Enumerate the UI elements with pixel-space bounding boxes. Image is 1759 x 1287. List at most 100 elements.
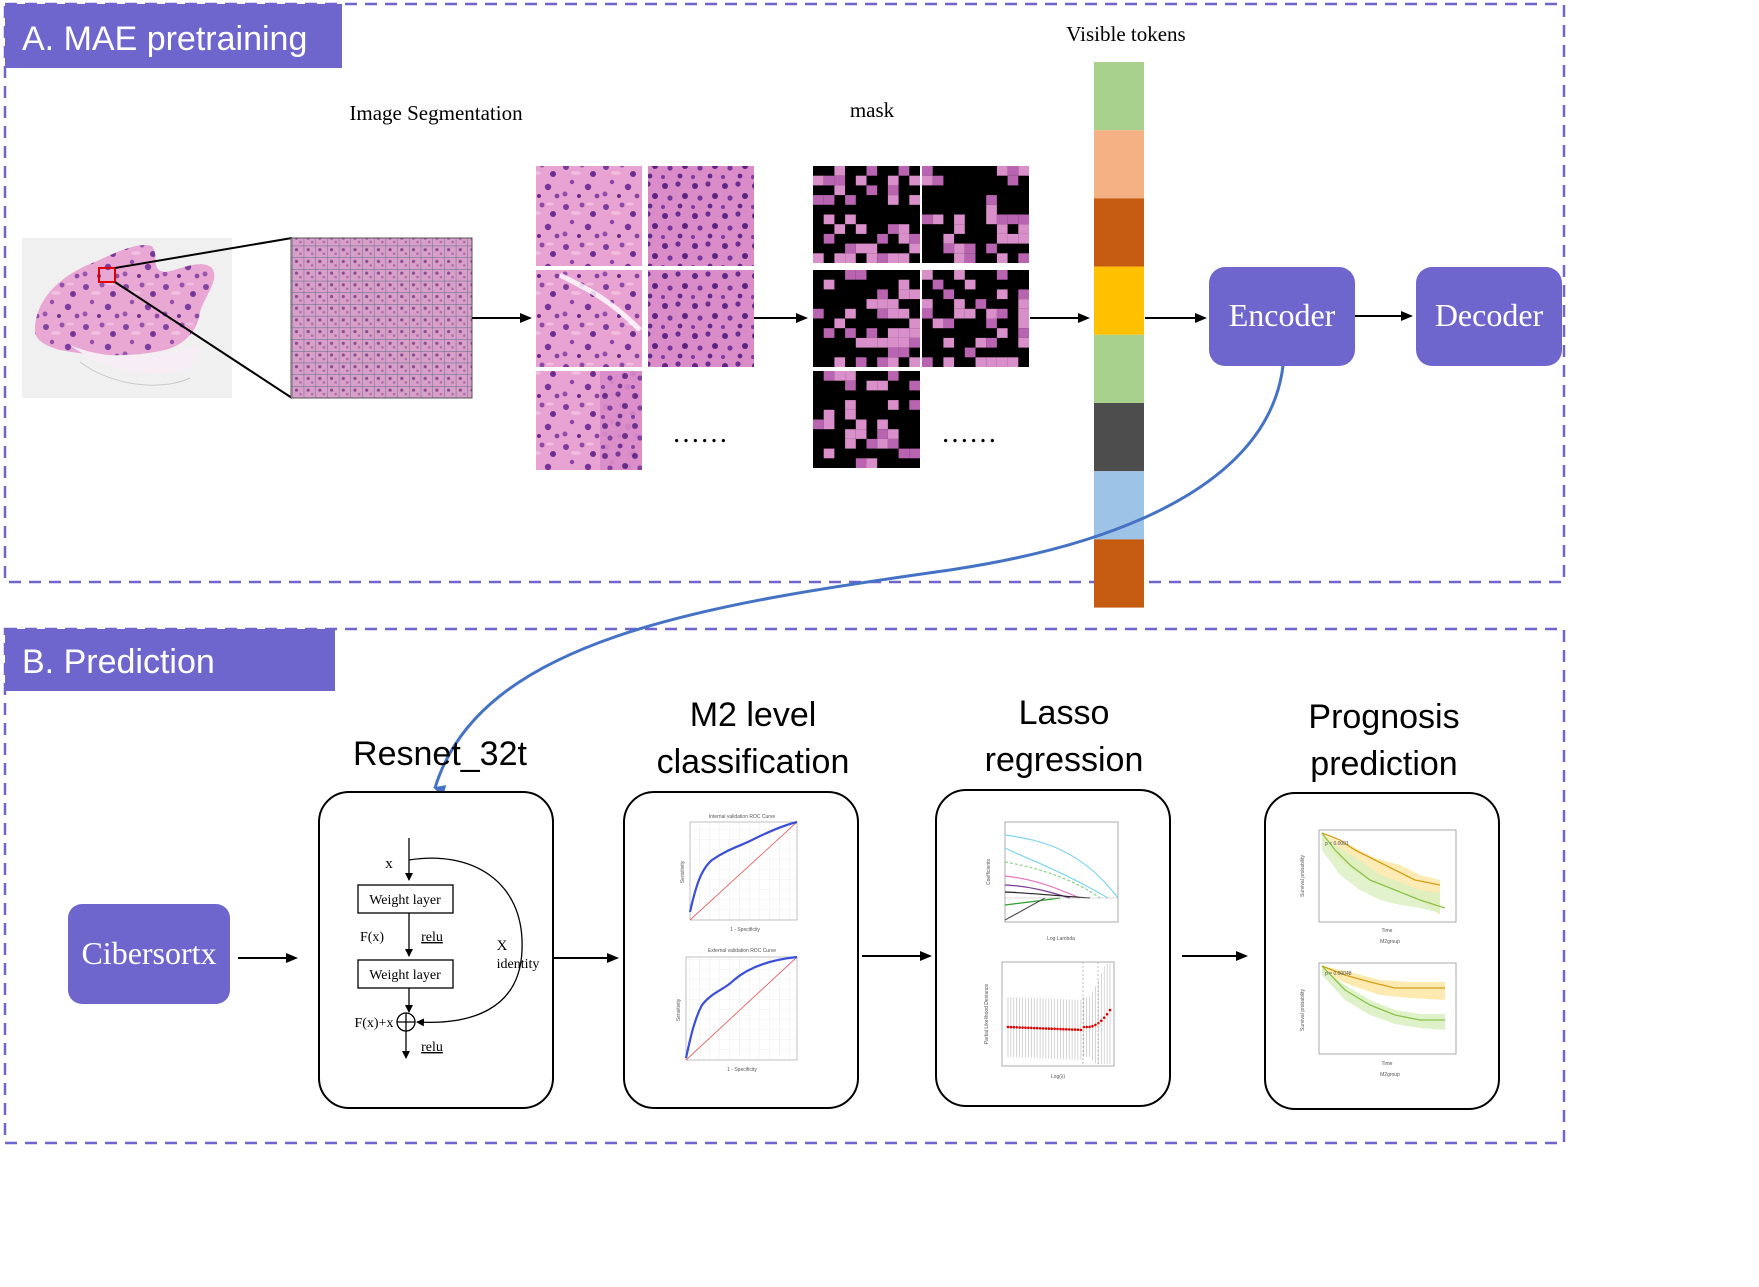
visible-cell [1018, 233, 1029, 244]
visible-cell [823, 214, 835, 225]
visible-cell [845, 409, 856, 420]
cv-point [1108, 1008, 1112, 1012]
patch [648, 166, 754, 266]
encoder-transfer-curve [433, 365, 1285, 797]
visible-cell [932, 175, 944, 186]
relu-label-1: relu [421, 930, 443, 945]
visible-cell [877, 337, 888, 348]
visible-cell [922, 357, 933, 367]
visible-cell [922, 175, 933, 186]
visible-cell [954, 243, 965, 254]
visible-cell [996, 270, 1008, 280]
resnet-card [318, 791, 554, 1109]
cv-point [1102, 1016, 1106, 1019]
weight-layer-1-label: Weight layer [369, 893, 441, 908]
patch [536, 166, 642, 266]
decoder-box [1416, 267, 1562, 366]
cv-point [1021, 1026, 1024, 1029]
visible-cell [964, 243, 976, 254]
visible-cell [943, 289, 955, 300]
encoder-box [1209, 267, 1355, 366]
relu-label-2: relu [421, 1040, 443, 1055]
visible-cell [1018, 328, 1029, 338]
cibersortx-label: Cibersortx [81, 935, 216, 971]
visible-cell [877, 357, 888, 367]
cv-point [1059, 1027, 1062, 1031]
visible-cell [866, 438, 878, 449]
roc-external-curve [684, 955, 798, 1059]
visible-cell [866, 243, 878, 254]
cv-point [1094, 1023, 1097, 1027]
visible-cell [866, 299, 878, 309]
visible-cell [909, 233, 920, 244]
visible-cell [986, 318, 997, 329]
visible-cell [909, 337, 920, 348]
cv-point [1012, 1025, 1016, 1029]
visible-cell [813, 253, 824, 263]
visible-cell [986, 204, 997, 215]
visible-cell [877, 380, 888, 391]
visible-cell [845, 438, 856, 449]
visible-cell [887, 175, 899, 186]
visible-cell [954, 253, 965, 263]
roc-internal: Internal validation ROC Curve 1 - Specif… [680, 814, 798, 933]
visible-cell [922, 270, 933, 280]
visible-cell [877, 299, 888, 309]
visible-cell [866, 337, 878, 348]
visible-cell [986, 357, 997, 367]
visible-cell [996, 224, 1008, 234]
cv-point [1062, 1027, 1065, 1031]
visible-cell [909, 380, 920, 391]
encoder-label: Encoder [1229, 297, 1336, 333]
visible-cell [943, 357, 955, 367]
visible-cell [855, 337, 867, 348]
sum-label: F(x)+x [354, 1016, 393, 1031]
cv-point [1073, 1028, 1077, 1031]
cv-point [1105, 1012, 1109, 1016]
visible-cell [909, 289, 920, 300]
visible-cell [943, 337, 955, 348]
visible-cell [932, 318, 944, 329]
visible-cell [834, 185, 846, 196]
visible-cell [877, 429, 888, 439]
visible-cell [898, 166, 910, 176]
panel-a-label-bg [5, 4, 342, 68]
visible-cell [986, 337, 997, 348]
visible-cell [866, 253, 878, 263]
lasso-top-ylabel: Coefficients [986, 858, 992, 885]
visible-cell [877, 419, 888, 430]
visible-cell [834, 318, 846, 329]
zoom-line-top [114, 237, 293, 269]
visible-cell [898, 337, 910, 348]
visible-cell [855, 429, 867, 439]
patch-grid [536, 166, 754, 470]
visible-cell [954, 299, 965, 309]
km-top-ylabel: Survival probability [1300, 855, 1306, 897]
visible-cell [986, 243, 997, 254]
visible-cell [1018, 318, 1029, 329]
roc-external-xlabel: 1 - Specificity [727, 1067, 757, 1073]
visible-cell [898, 253, 910, 263]
prognosis-title-line1: Prognosis [1308, 698, 1459, 736]
visible-cell [898, 224, 910, 234]
visible-cell [823, 419, 835, 430]
cv-point [1079, 1028, 1083, 1032]
cv-point [1050, 1027, 1053, 1030]
weight-layer-1 [357, 884, 454, 914]
visible-cell [813, 419, 824, 430]
visible-cell [823, 175, 835, 186]
panel-a-border [3, 2, 1566, 584]
segmented-grid-tile [290, 237, 473, 399]
visible-cell [898, 448, 910, 459]
visible-cell [845, 371, 856, 381]
visible-cell [909, 318, 920, 329]
mask-ellipsis: …… [941, 418, 997, 449]
visible-cell [898, 279, 910, 290]
visible-cell [834, 224, 846, 234]
visible-cell [1018, 299, 1029, 309]
token-segment [1094, 334, 1144, 403]
visible-cell [932, 214, 944, 225]
visible-cell [964, 279, 976, 290]
cv-point [1041, 1027, 1045, 1030]
